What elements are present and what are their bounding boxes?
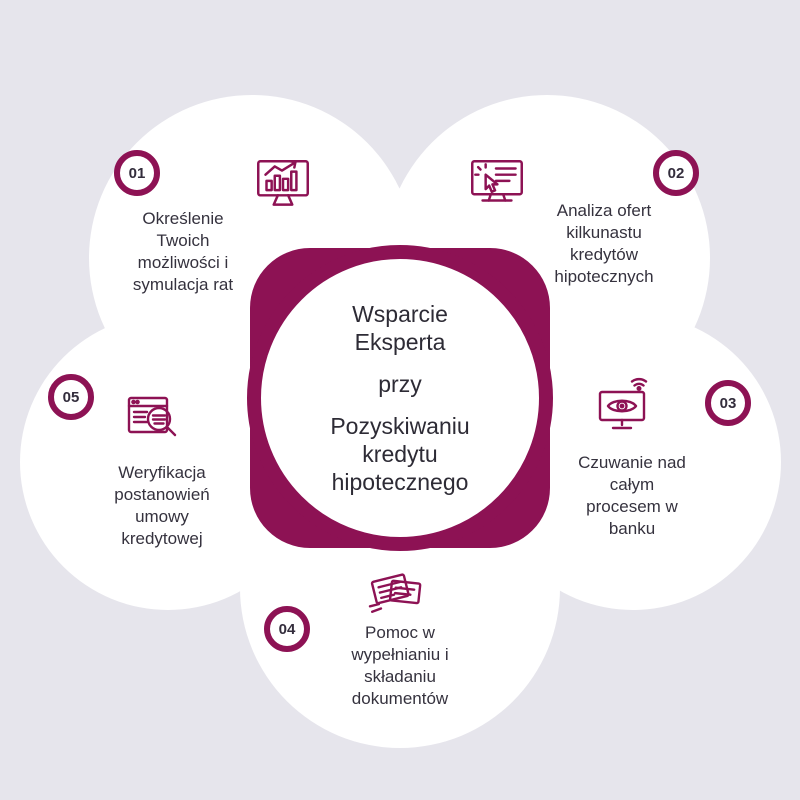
step-number: 03 <box>719 394 737 412</box>
center-title-circle: Wsparcie Eksperta przy Pozyskiwaniu kred… <box>247 245 553 551</box>
step-badge-04: 04 <box>264 606 310 652</box>
step-label-01: Określenie Twoich możliwości i symulacja… <box>132 209 234 295</box>
monitor-bar-chart-icon <box>250 152 316 218</box>
step-number: 05 <box>62 388 80 406</box>
step-badge-05: 05 <box>48 374 94 420</box>
center-title-line: przy <box>378 370 422 397</box>
step-badge-01: 01 <box>114 150 160 196</box>
step-label-03: Czuwanie nad całym procesem w banku <box>578 453 686 539</box>
step-badge-03: 03 <box>705 380 751 426</box>
step-number: 02 <box>667 164 685 182</box>
step-label-04: Pomoc w wypełnianiu i składaniu dokument… <box>351 623 449 709</box>
center-title-line: Pozyskiwaniu kredytu hipotecznego <box>330 413 470 496</box>
step-label-02: Analiza ofert kilkunastu kredytów hipote… <box>554 201 654 287</box>
monitor-eye-wifi-icon <box>590 376 654 440</box>
step-number: 04 <box>278 620 296 638</box>
center-title-line: Wsparcie Eksperta <box>352 300 448 355</box>
step-label-05: Weryfikacja postanowień umowy kredytowej <box>114 463 210 549</box>
documents-icon <box>358 556 428 626</box>
step-number: 01 <box>128 164 146 182</box>
browser-magnifier-icon <box>121 386 185 450</box>
step-badge-02: 02 <box>653 150 699 196</box>
monitor-click-icon <box>464 152 530 218</box>
